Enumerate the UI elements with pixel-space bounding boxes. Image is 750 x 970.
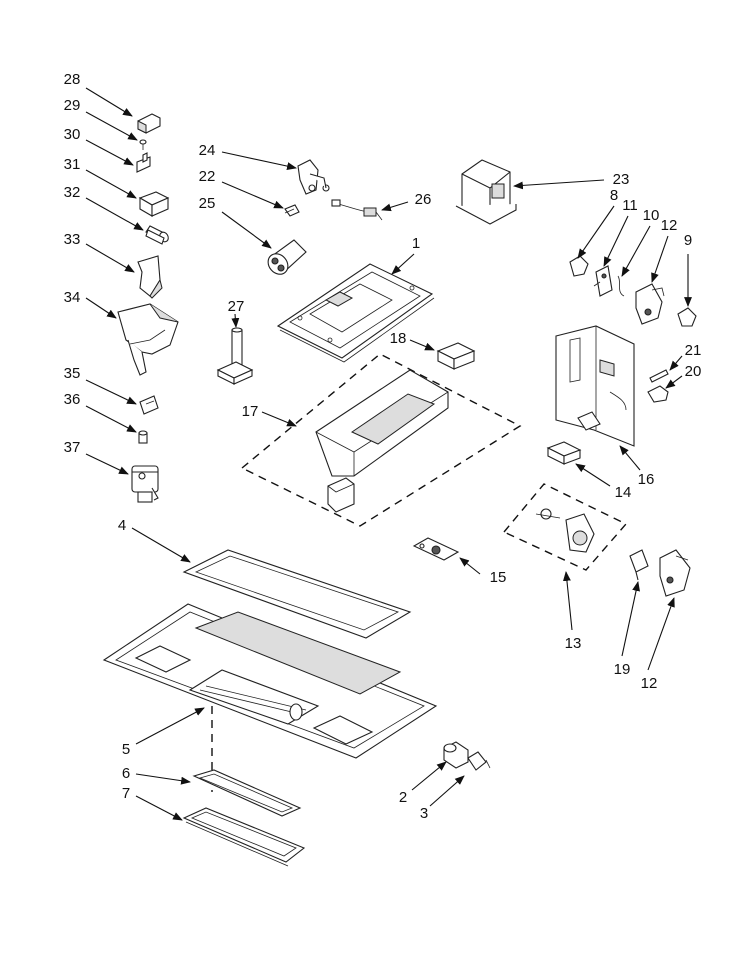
callout-14: 14 [615,484,632,501]
callout-17: 17 [242,403,259,420]
callout-9: 9 [684,232,692,249]
callout-1: 1 [412,235,420,252]
callout-21: 21 [685,342,702,359]
part-16-bracket-panel [555,325,635,447]
callout-6: 6 [122,765,130,782]
part-31-block [138,191,170,217]
callout-37: 37 [64,439,81,456]
part-35-clip [139,395,159,415]
callout-34: 34 [64,289,81,306]
part-17-group [240,353,522,527]
part-4-grease-filter [182,549,412,639]
callout-35: 35 [64,365,81,382]
callout-23: 23 [613,171,630,188]
part-12-switch-lower [659,549,691,597]
part-36-cylinder [138,430,148,444]
part-19-fuse [629,549,649,581]
part-34-damper-assembly [117,303,179,376]
part-29-screw [139,139,147,150]
part-20-holder [647,385,669,403]
callout-3: 3 [420,805,428,822]
part-37-damper-motor [131,465,159,503]
callout-22: 22 [199,168,216,185]
callout-19: 19 [614,661,631,678]
callout-5: 5 [122,741,130,758]
callout-29: 29 [64,97,81,114]
part-12-switch-upper [635,283,665,325]
part-8-connector [569,255,589,277]
part-6-plate [192,769,302,817]
callout-28: 28 [64,71,81,88]
callout-16: 16 [638,471,655,488]
part-9-connector [677,307,697,327]
part-26-diode [331,199,383,221]
callout-12-lower: 12 [641,675,658,692]
callout-33: 33 [64,231,81,248]
callout-20: 20 [685,363,702,380]
part-11-switch [593,265,613,297]
part-33-duct [137,255,163,299]
part-30-bracket [136,152,151,173]
part-28-bracket [137,113,161,134]
callout-30: 30 [64,126,81,143]
part-2-lamp-socket [443,741,469,769]
callout-12-upper: 12 [661,217,678,234]
part-10-wire [617,275,625,297]
part-24-bracket [297,159,330,195]
callout-11: 11 [622,197,638,214]
part-23-transformer [455,159,517,225]
part-21-pin [649,369,669,383]
callout-13: 13 [565,635,582,652]
callout-31: 31 [64,156,81,173]
part-27-post [216,327,254,385]
part-32-tube [145,225,169,245]
leader-lines [85,87,692,821]
callout-26: 26 [415,191,432,208]
part-3-bulb [467,751,491,771]
part-18-block [436,342,476,370]
callout-2: 2 [399,789,407,806]
callout-24: 24 [199,142,216,159]
callout-36: 36 [64,391,81,408]
callout-25: 25 [199,195,216,212]
part-25-capacitor [267,239,307,275]
callout-labels: 28 29 30 31 32 33 34 35 36 37 24 22 25 2… [64,71,702,822]
callout-27: 27 [228,298,245,315]
callout-7: 7 [122,785,130,802]
callout-8: 8 [610,187,618,204]
part-14-block [546,441,582,465]
callout-4: 4 [118,517,126,534]
callout-32: 32 [64,184,81,201]
part-13-group [502,483,628,571]
callout-18: 18 [390,330,407,347]
callout-15: 15 [490,569,507,586]
part-22-clip [284,204,300,217]
callout-10: 10 [643,207,660,224]
part-5-bottom-plate [102,603,438,759]
part-7-vent-tray [182,807,306,867]
part-15-sensor [412,537,460,561]
part-1-chassis-plate [276,263,435,363]
